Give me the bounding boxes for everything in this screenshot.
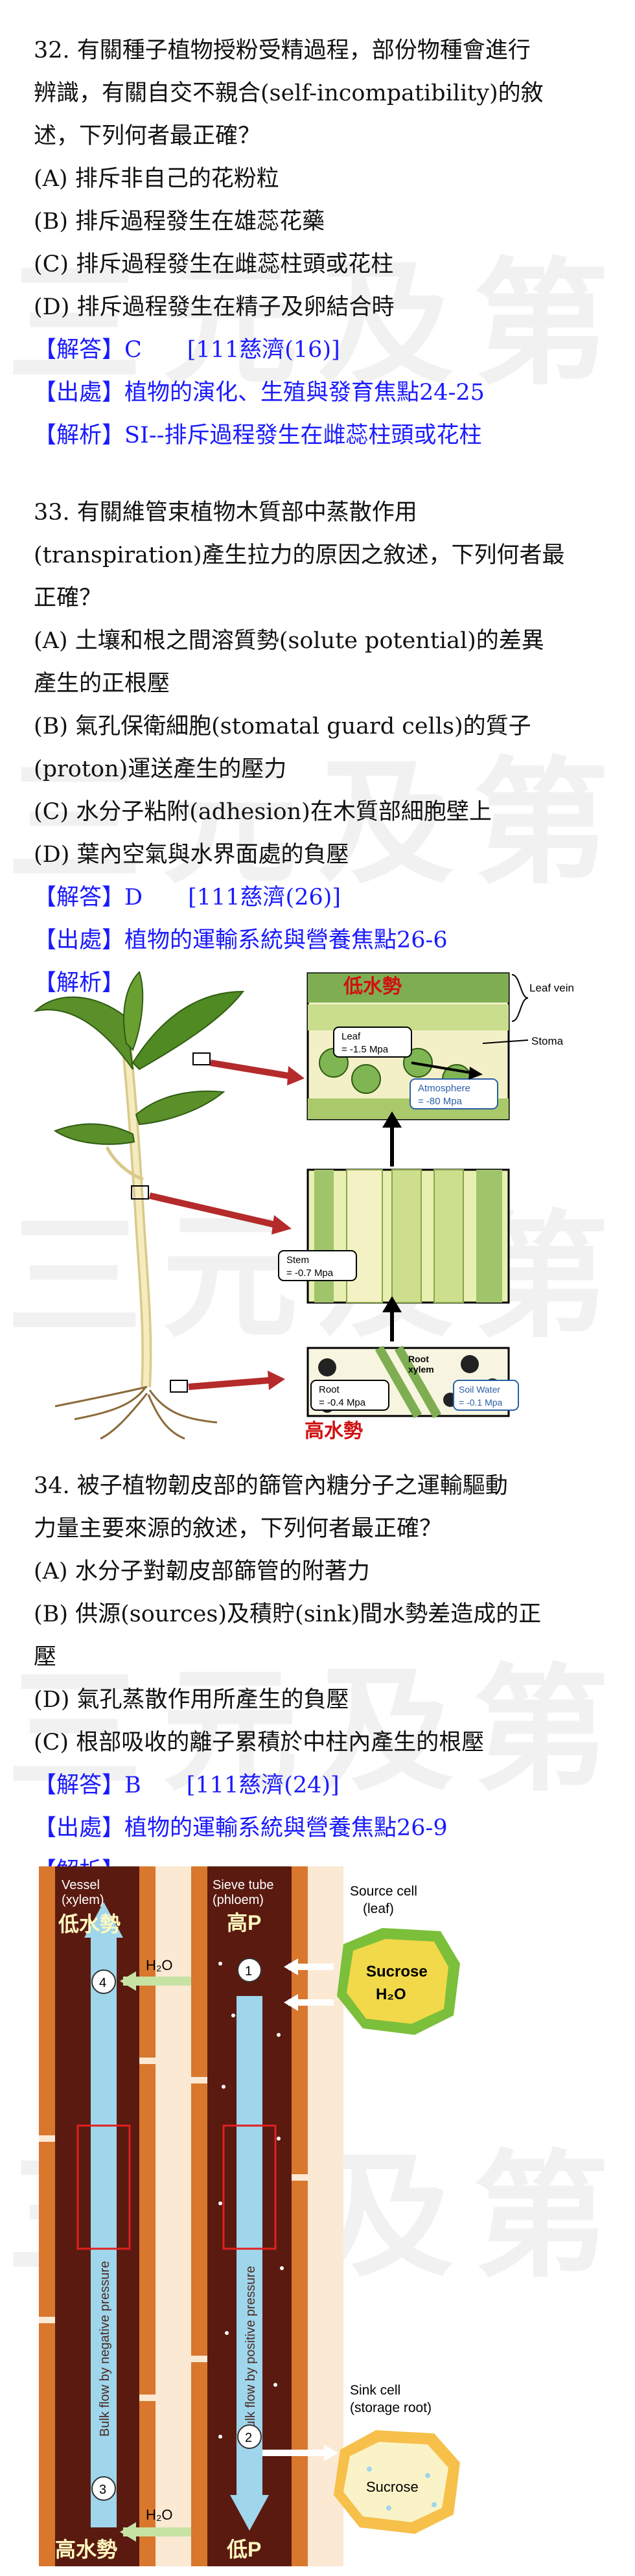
sink-cell: Sink cell (storage root) Sucrose [262, 2383, 460, 2534]
step-1: 1 [245, 1964, 252, 1978]
root-value: = -0.4 Mpa [319, 1397, 366, 1408]
option-a: (A) 土壤和根之間溶質勢(solute potential)的差異 [34, 628, 544, 654]
option-b-cont: (proton)運送產生的壓力 [34, 756, 287, 782]
question-33: 33. 有關維管束植物木質部中蒸散作用 (transpiration)產生拉力的… [34, 491, 617, 1004]
question-text: (transpiration)產生拉力的原因之敘述，下列何者最 [34, 542, 565, 568]
sieve-tube-label: Sieve tube [213, 1878, 274, 1892]
sink-cell-label: Sink cell [350, 2383, 400, 2398]
plant-illustration [33, 971, 245, 1440]
high-pressure-label: 高P [227, 1911, 261, 1934]
option-c: (C) 水分子粘附(adhesion)在木質部細胞壁上 [34, 799, 492, 825]
stoma-label: Stoma [531, 1035, 564, 1047]
xylem-vessel: Vessel (xylem) 低水勢 高水勢 Bulk flow by nega… [39, 1866, 156, 2566]
sucrose-label-sink: Sucrose [366, 2479, 419, 2495]
option-a: (A) 水分子對韌皮部篩管的附著力 [34, 1559, 370, 1584]
pressure-flow-figure: Vessel (xylem) 低水勢 高水勢 Bulk flow by nega… [39, 1866, 557, 2566]
atmosphere-value: = -80 Mpa [418, 1096, 463, 1107]
option-b: (B) 供源(sources)及積貯(sink)間水勢差造成的正 [34, 1601, 542, 1627]
question-text: 正確？ [34, 585, 102, 611]
vessel-label-2: (xylem) [62, 1893, 104, 1907]
vessel-label: Vessel [62, 1878, 100, 1892]
question-32: 32. 有關種子植物授粉受精過程，部份物種會進行 辨識，有關自交不親合(self… [34, 29, 617, 457]
bulk-flow-positive-label: Bulk flow by positive pressure [244, 2266, 258, 2437]
option-b-cont: 壓 [34, 1644, 57, 1670]
sieve-tube: Sieve tube (phloem) 高P 低P Bulk flow by p… [191, 1866, 308, 2566]
sieve-tube-label-2: (phloem) [213, 1893, 264, 1907]
source-cell-label: Source cell [350, 1884, 417, 1899]
answer: D [124, 885, 143, 911]
step-3: 3 [99, 2483, 106, 2497]
answer-source: [111慈濟(16)] [187, 337, 340, 363]
root-xylem-label-2: xylem [408, 1364, 434, 1375]
question-text: 力量主要來源的敘述，下列何者最正確？ [34, 1516, 443, 1542]
answer-row: 【解答】B[111慈濟(24)] [34, 1772, 340, 1798]
h2o-label-bottom: H₂O [146, 2507, 173, 2523]
option-d: (D) 氣孔蒸散作用所產生的負壓 [34, 1687, 349, 1713]
answer-source: [111慈濟(24)] [186, 1772, 340, 1798]
h2o-label-source: H₂O [376, 1986, 406, 2003]
soil-water-value: = -0.1 Mpa [459, 1397, 503, 1408]
question-text: 32. 有關種子植物授粉受精過程，部份物種會進行 [34, 38, 531, 64]
stem-label: Stem [286, 1255, 309, 1266]
answer-row: 【解答】C[111慈濟(16)] [34, 337, 340, 363]
leaf-value: = -1.5 Mpa [341, 1044, 389, 1055]
option-d: (D) 葉內空氣與水界面處的負壓 [34, 842, 349, 868]
source-cell: Source cell (leaf) Sucrose H₂O [284, 1884, 460, 2035]
question-text: 述，下列何者最正確？ [34, 123, 261, 149]
question-text: 33. 有關維管束植物木質部中蒸散作用 [34, 500, 417, 526]
sucrose-label-source: Sucrose [366, 1963, 428, 1980]
low-pressure-label: 低P [227, 2538, 261, 2561]
source-row: 【出處】植物的運輸系統與營養焦點26-6 [34, 927, 448, 953]
answer: C [124, 337, 142, 363]
question-text: 34. 被子植物韌皮部的篩管內糖分子之運輸驅動 [34, 1473, 508, 1499]
explain-row: 【解析】SI--排斥過程發生在雌蕊柱頭或花柱 [34, 423, 482, 448]
step-2: 2 [245, 2431, 252, 2445]
option-a: (A) 排斥非自己的花粉粒 [34, 166, 279, 192]
source-text: 植物的運輸系統與營養焦點26-6 [124, 927, 448, 953]
atmosphere-label: Atmosphere [418, 1083, 470, 1094]
option-a-cont: 產生的正根壓 [34, 671, 170, 697]
sink-cell-label-2: (storage root) [350, 2400, 432, 2415]
stem-panel: Stem = -0.7 Mpa [278, 1168, 510, 1304]
stem-value: = -0.7 Mpa [286, 1268, 334, 1279]
source-text: 植物的演化、生殖與發育焦點24-25 [124, 380, 485, 406]
soil-water-label: Soil Water [459, 1384, 500, 1395]
source-row: 【出處】植物的運輸系統與營養焦點26-9 [34, 1815, 448, 1841]
question-34: 34. 被子植物韌皮部的篩管內糖分子之運輸驅動 力量主要來源的敘述，下列何者最正… [34, 1465, 617, 1892]
leaf-label: Leaf [341, 1031, 361, 1042]
question-text: 辨識，有關自交不親合(self-incompatibility)的敘 [34, 80, 544, 106]
answer: B [124, 1772, 141, 1798]
option-b: (B) 排斥過程發生在雄蕊花藥 [34, 209, 325, 235]
option-c: (C) 根部吸收的離子累積於中柱內產生的根壓 [34, 1730, 485, 1756]
low-water-potential-label: 低水勢 [343, 976, 402, 997]
option-c: (C) 排斥過程發生在雌蕊柱頭或花柱 [34, 251, 394, 277]
root-label: Root [319, 1384, 340, 1395]
source-text: 植物的運輸系統與營養焦點26-9 [124, 1815, 448, 1841]
option-d: (D) 排斥過程發生在精子及卵結合時 [34, 294, 395, 320]
option-b: (B) 氣孔保衛細胞(stomatal guard cells)的質子 [34, 714, 531, 739]
low-water-potential-label: 低水勢 [58, 1912, 121, 1936]
step-4: 4 [99, 1976, 106, 1990]
h2o-label-top: H₂O [146, 1957, 173, 1973]
answer-row: 【解答】D[111慈濟(26)] [34, 885, 341, 911]
high-water-potential-label: 高水勢 [55, 2538, 117, 2561]
root-panel: Root = -0.4 Mpa Root xylem Soil Water = … [306, 1345, 519, 1419]
bulk-flow-negative-label: Bulk flow by negative pressure [98, 2261, 112, 2437]
source-cell-label-2: (leaf) [363, 1901, 394, 1916]
explain-text: SI--排斥過程發生在雌蕊柱頭或花柱 [124, 423, 482, 448]
source-row: 【出處】植物的演化、生殖與發育焦點24-25 [34, 380, 485, 406]
explain-row: 【解析】 [34, 970, 125, 996]
leaf-panel: 低水勢 Leaf = -1.5 Mpa Atmosphere = -80 Mpa [306, 972, 510, 1120]
transpiration-figure: 低水勢 Leaf = -1.5 Mpa Atmosphere = -80 Mpa… [29, 966, 599, 1442]
high-water-potential-label: 高水勢 [305, 1421, 363, 1442]
root-xylem-label: Root [408, 1354, 429, 1364]
leaf-vein-label: Leaf vein [529, 982, 574, 994]
answer-source: [111慈濟(26)] [188, 885, 341, 911]
